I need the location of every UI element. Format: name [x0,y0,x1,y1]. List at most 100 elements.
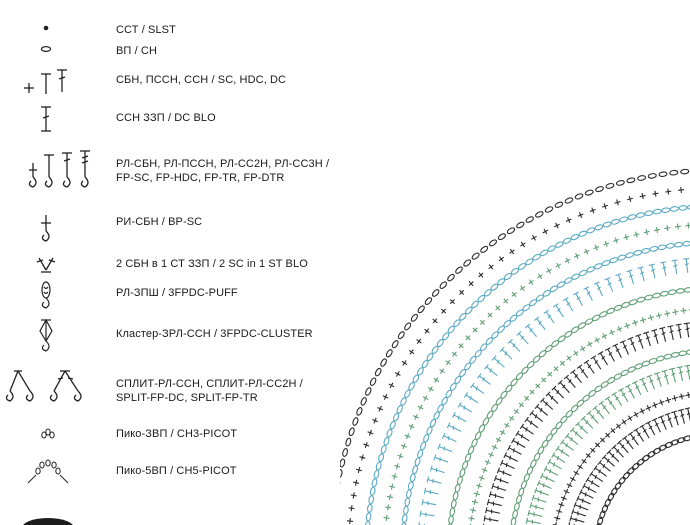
stitch-mark [575,421,589,434]
stitch-mark [519,285,526,291]
stitch-mark [554,201,564,208]
stitch-mark [682,435,690,442]
stitch-mark [675,323,682,339]
stitch-mark [525,216,534,223]
stitch-mark [612,343,622,359]
stitch-mark [671,259,678,275]
stitch-mark [565,410,573,418]
stitch-mark [524,416,539,429]
crochet-pattern-diagram [340,168,690,525]
stitch-mark [531,494,547,503]
stitch-mark [427,386,434,392]
stitch-mark [491,355,505,368]
stitch-mark [599,437,606,443]
stitch-mark [525,258,534,266]
stitch-mark [543,465,559,476]
stitch-mark [639,317,647,324]
stitch-mark [372,417,379,424]
stitch-mark [507,444,522,455]
stitch-mark [566,355,572,361]
stitch-mark [421,360,429,369]
stitch-mark [673,241,684,248]
stitch-mark [534,403,549,416]
stitch-mark [416,338,422,345]
stitch-mark [486,499,502,507]
stitch-mark [446,422,462,433]
stitch-mark [380,445,387,454]
stitch-mark [570,369,582,384]
stitch-mark [671,410,679,426]
stitch-mark [652,447,662,455]
stitch-mark [509,248,515,255]
stitch-mark [478,272,484,278]
stitch-mark [352,417,359,426]
stitch-mark [364,520,371,525]
stitch-mark [408,423,415,430]
stitch-mark [539,249,549,257]
stitch-mark [627,214,637,220]
stitch-mark [359,454,366,461]
stitch-mark [674,223,681,230]
stitch-mark [409,473,416,483]
stitch-mark [471,300,479,309]
legend-label: ССН ЗЗП / DC BLO [116,112,216,124]
stitch-mark [400,443,407,450]
stitch-mark [647,450,656,458]
legend-label: СБН, ПССН, ССН / SC, HDC, DC [116,74,287,86]
stitch-mark [503,273,512,280]
stitch-mark [516,331,529,345]
stitch-mark [529,502,545,510]
stitch-mark [621,301,630,308]
stitch-mark [604,347,615,362]
stitch-mark [659,326,667,342]
stitch-mark [432,318,438,324]
stitch-mark [610,218,620,225]
stitch-mark [657,415,667,430]
stitch-mark [512,509,518,519]
stitch-mark [615,273,624,288]
stitch-mark [529,389,535,395]
stitch-mark [389,483,396,490]
stitch-mark [412,465,419,475]
legend-label: Кластер-ЗРЛ-ССН / 3FPDC-CLUSTER [116,328,313,340]
stitch-mark [556,508,563,515]
stitch-mark [555,421,563,430]
stitch-mark [422,395,429,401]
stitch-mark [683,322,690,338]
legend-label: ВП / CH [116,45,157,57]
stitch-mark [545,391,559,405]
stitch-mark [597,351,608,366]
stitch-mark [619,339,629,355]
stitch-mark [607,492,615,502]
stitch-mark [586,410,599,424]
stitch-mark [687,204,690,210]
stitch-mark [537,273,543,280]
stitch-mark [627,415,633,422]
stitch-mark [477,373,491,385]
stitch-mark [524,323,537,338]
stitch-mark [601,333,608,340]
stitch-mark [615,179,625,186]
stitch-mark [665,243,675,249]
stitch-mark [554,515,561,522]
stitch-mark [635,212,645,218]
stitch-mark [525,517,541,525]
stitch-mark [452,412,467,423]
stitch-mark [565,217,572,224]
stitch-mark [451,351,458,357]
stitch-mark [410,313,418,322]
stitch-mark [386,493,394,501]
stitch-mark [369,377,377,386]
stitch-mark [527,509,543,517]
stitch-mark [458,343,464,349]
legend-label: 2 СБН в 1 СТ ЗЗП / 2 SC in 1 ST BLO [116,258,308,270]
stitch-mark [571,508,587,517]
stitch-mark [639,193,646,200]
stitch-mark [350,492,357,499]
stitch-mark [594,263,603,270]
stitch-mark [432,289,440,297]
stitch-mark [391,473,398,480]
stitch-mark [447,325,455,334]
stitch-mark [609,257,619,264]
stitch-mark [404,433,411,440]
